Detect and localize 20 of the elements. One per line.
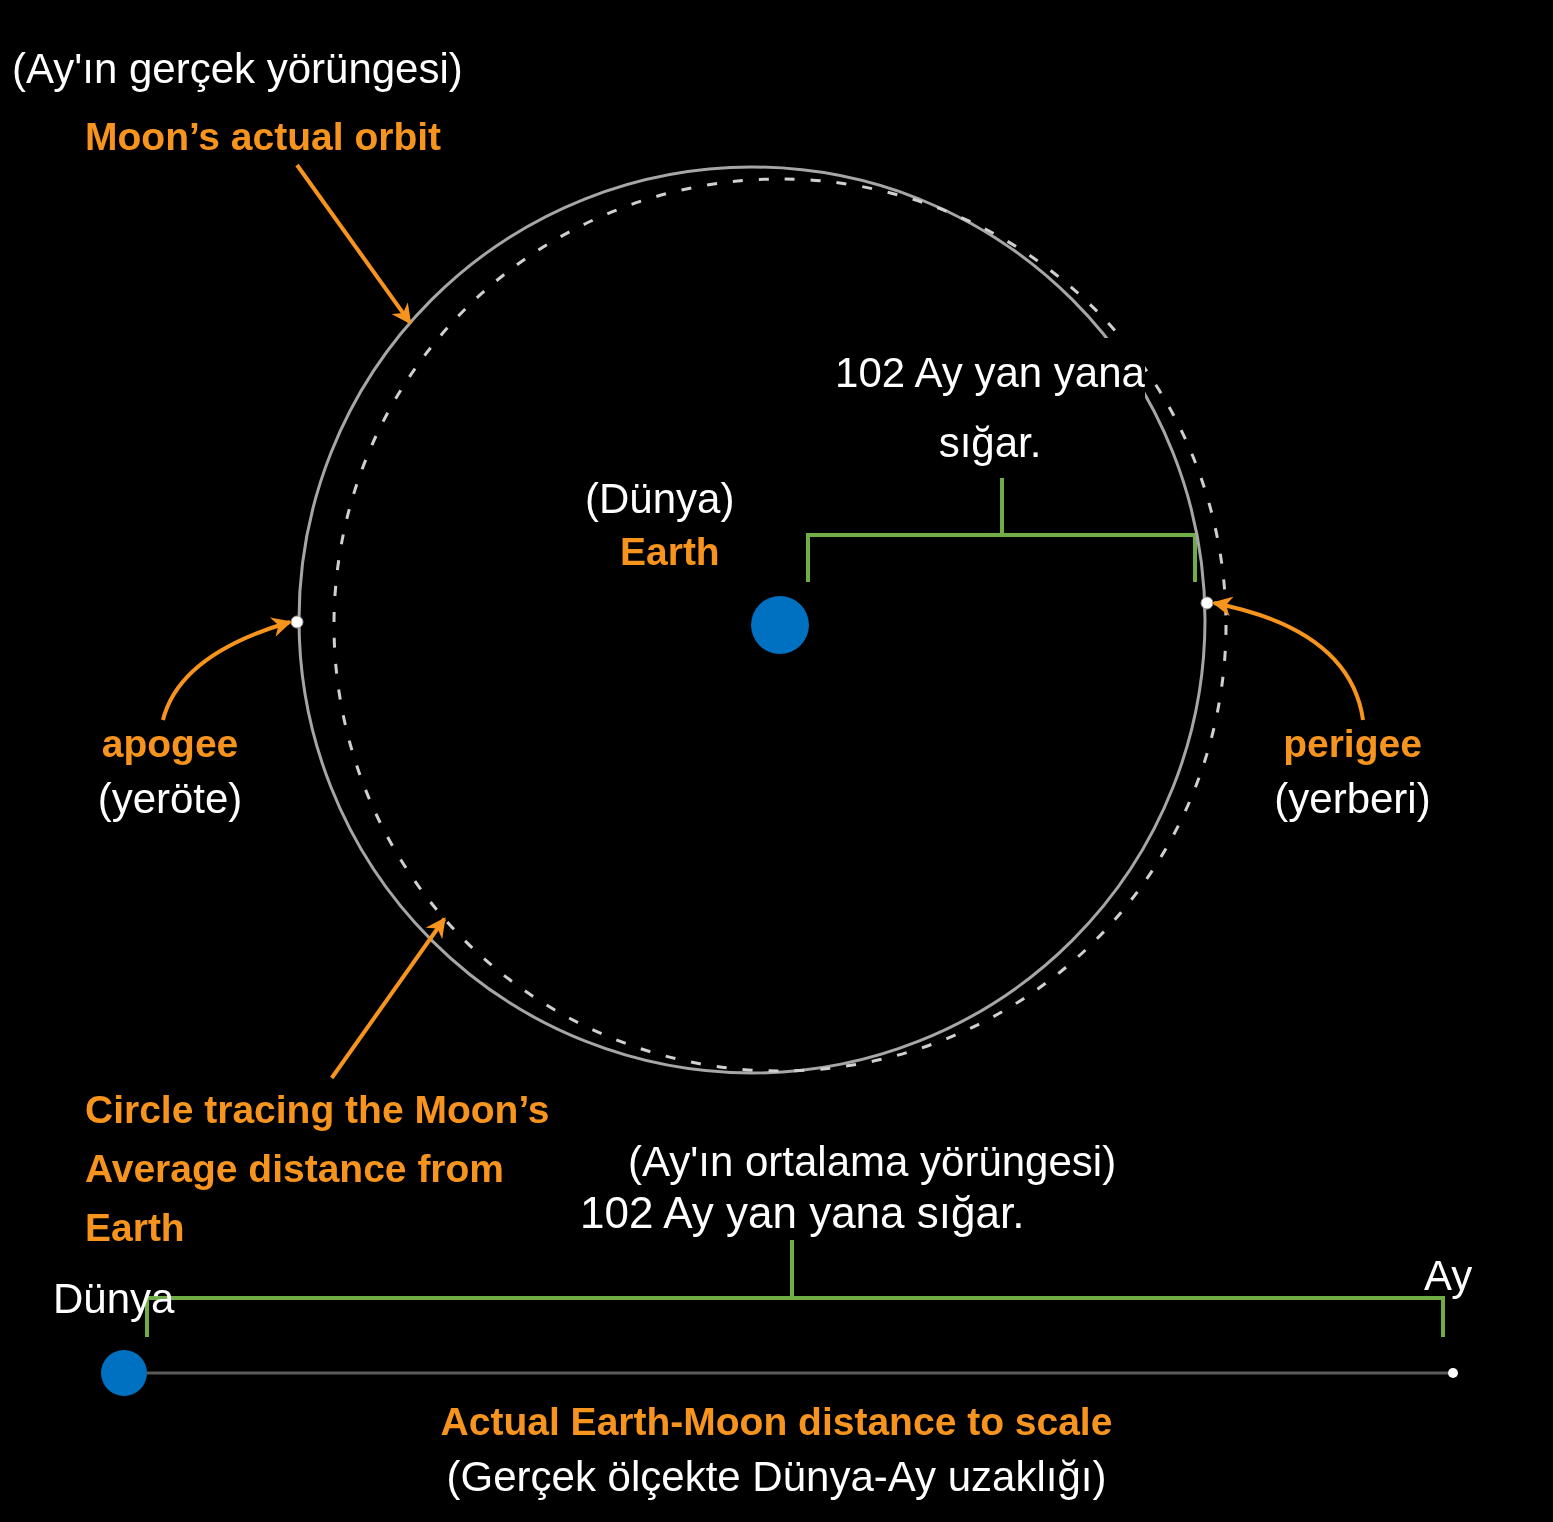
point-label: perigee: [1282, 722, 1423, 766]
leader-arrow: [1212, 597, 1365, 721]
distance-note: 102 Ay yan yana sığar.: [580, 1188, 1025, 1238]
distance-note: 102 Ay yan yana sığar.: [835, 338, 1145, 478]
scale-caption: Actual Earth-Moon distance to scale: [439, 1400, 1114, 1444]
planet-label: Dünya: [53, 1275, 175, 1323]
point-label: apogee: [100, 722, 240, 766]
scale-caption: (Gerçek ölçekte Dünya-Ay uzaklığı): [445, 1453, 1108, 1501]
point-label: (yerberi): [1273, 775, 1432, 823]
orbit-label: Moon’s actual orbit: [85, 115, 442, 159]
planet-label: Earth: [620, 530, 720, 574]
planet-label: (Dünya): [585, 475, 735, 523]
orbit-label: Circle tracing the Moon’s Average distance from Earth: [85, 1087, 551, 1251]
leader-arrow: [295, 163, 412, 325]
orbit-label: (Ay'ın ortalama yörüngesi): [628, 1138, 1117, 1186]
leader-arrow: [330, 917, 447, 1080]
moon-label: Ay: [1424, 1252, 1473, 1300]
leader-arrow: [161, 617, 292, 721]
point-label: (yeröte): [96, 775, 244, 823]
orbit-label: (Ay'ın gerçek yörüngesi): [12, 45, 463, 93]
